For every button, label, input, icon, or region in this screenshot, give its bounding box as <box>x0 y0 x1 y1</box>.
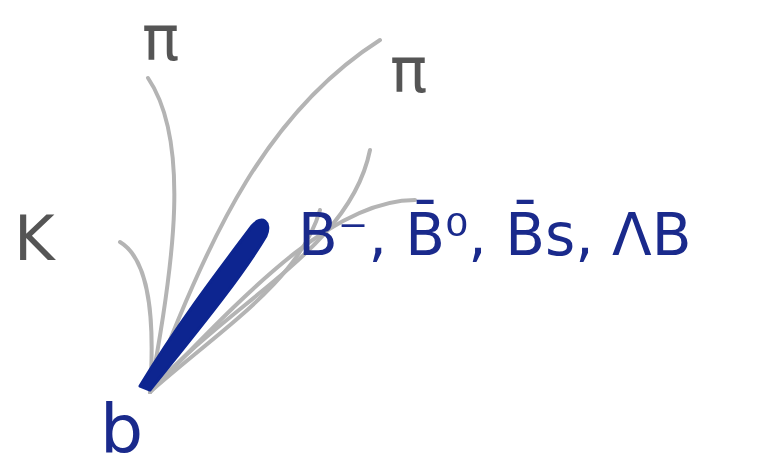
hadron-list-label: B⁻, B̄⁰, B̄s, ΛB <box>298 206 692 264</box>
kaon-label: K <box>14 208 55 270</box>
particle-track <box>150 210 320 392</box>
b-quark-label: b <box>100 396 143 464</box>
kaon-track <box>120 242 152 392</box>
pion-label: π <box>142 8 179 70</box>
pion-label: π <box>390 40 427 102</box>
b-hadron-track <box>140 220 268 390</box>
